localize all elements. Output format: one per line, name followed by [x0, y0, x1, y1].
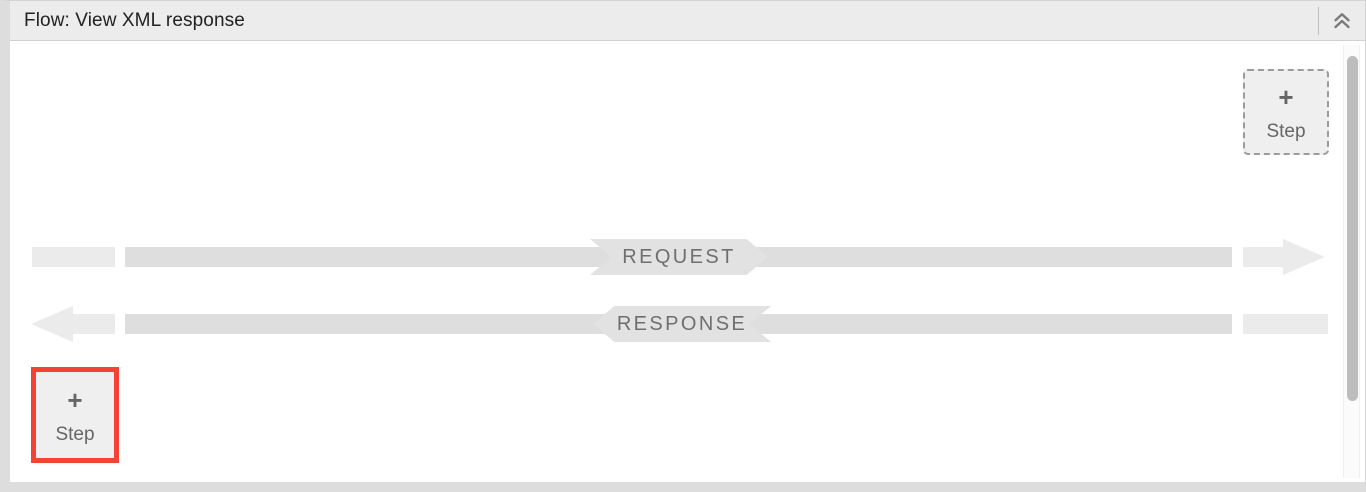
request-arrowhead-right	[1243, 239, 1325, 275]
add-step-button-top-right[interactable]: + Step	[1243, 69, 1329, 155]
add-step-button-bottom-left[interactable]: + Step	[36, 372, 114, 458]
arrow-shaft	[1243, 247, 1285, 267]
response-banner: RESPONSE	[593, 306, 771, 342]
scrollbar-thumb[interactable]	[1347, 56, 1358, 401]
response-right-stub	[1243, 314, 1328, 334]
collapse-panel-button[interactable]	[1319, 1, 1365, 40]
flow-canvas: + Step REQUEST RESPONSE	[10, 41, 1365, 482]
add-step-highlight-box: + Step	[31, 367, 119, 463]
arrow-shaft	[71, 314, 115, 334]
flow-title: Flow: View XML response	[24, 9, 245, 31]
add-step-label: Step	[55, 423, 95, 445]
canvas-vertical-scrollbar[interactable]	[1343, 45, 1360, 478]
request-banner: REQUEST	[590, 239, 768, 275]
arrow-tip	[1283, 239, 1325, 275]
plus-icon: +	[67, 384, 83, 415]
request-flow-row: REQUEST	[10, 239, 1365, 275]
response-flow-row: RESPONSE	[10, 306, 1365, 342]
response-arrowhead-left	[31, 306, 115, 342]
add-step-label: Step	[1266, 120, 1306, 142]
response-label: RESPONSE	[616, 312, 748, 335]
flow-panel-header: Flow: View XML response	[10, 1, 1365, 41]
request-label: REQUEST	[622, 245, 736, 268]
plus-icon: +	[1278, 81, 1294, 112]
request-left-stub	[32, 247, 115, 267]
double-chevron-up-icon	[1332, 11, 1352, 31]
arrow-tip	[31, 306, 73, 342]
header-divider	[1318, 7, 1319, 35]
